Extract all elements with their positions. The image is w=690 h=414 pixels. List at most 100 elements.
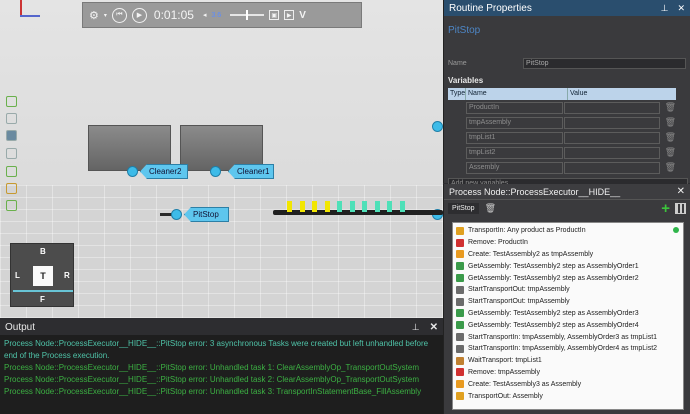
trash-icon[interactable]: 🗑 (664, 147, 676, 157)
cleaner1-connector[interactable] (210, 166, 221, 177)
conveyor-belt[interactable] (273, 210, 443, 215)
play-button[interactable]: ▶ (131, 7, 147, 23)
node-tag-cleaner1[interactable]: Cleaner1 (228, 164, 274, 179)
transport-out-icon (456, 392, 464, 401)
close-icon[interactable]: ✕ (676, 186, 685, 197)
variable-row[interactable]: tmpList1 🗑 (448, 130, 676, 145)
conveyor-pin (349, 201, 355, 212)
screenshot-icon[interactable]: ▣ (269, 10, 280, 20)
navcube-left[interactable]: L (15, 271, 20, 280)
trash-icon[interactable]: 🗑 (664, 132, 676, 142)
speed-slider[interactable] (230, 10, 265, 20)
variable-name-cell[interactable]: tmpList2 (466, 146, 563, 159)
process-step[interactable]: StartTransportOut: tmpAssembly (456, 296, 680, 308)
close-icon[interactable]: ✕ (429, 322, 438, 333)
process-step[interactable]: GetAssembly: TestAssembly2 step as Assem… (456, 319, 680, 331)
navcube-top[interactable]: T (33, 266, 53, 286)
name-label: Name (448, 59, 467, 67)
gear-icon[interactable]: ⚙ (89, 9, 99, 22)
variable-value-cell[interactable] (563, 116, 660, 129)
trash-icon[interactable]: 🗑 (664, 162, 676, 172)
conveyor-pin (299, 201, 305, 212)
grid-toggle-icon[interactable] (6, 130, 17, 141)
variable-row[interactable]: ProductIn 🗑 (448, 100, 676, 115)
variable-row[interactable]: Assembly 🗑 (448, 160, 676, 175)
col-value: Value (570, 90, 588, 97)
pin-icon[interactable]: ⊥ (411, 322, 420, 332)
process-step[interactable]: StartTransportOut: tmpAssembly (456, 284, 680, 296)
chevron-down-icon[interactable]: ▾ (103, 12, 107, 19)
process-step-label: GetAssembly: TestAssembly2 step as Assem… (468, 309, 639, 317)
cube-view-icon[interactable] (6, 148, 17, 159)
navcube-right[interactable]: R (64, 271, 70, 280)
variable-name-cell[interactable]: ProductIn (466, 101, 563, 114)
process-step-label: TransportOut: Assembly (468, 392, 543, 400)
remove-icon (456, 238, 464, 247)
conveyor-pin (374, 201, 380, 212)
transport-in-icon (456, 344, 464, 353)
process-step[interactable]: StartTransportIn: tmpAssembly, AssemblyO… (456, 331, 680, 343)
pin-icon[interactable]: ⊥ (660, 2, 669, 13)
cleaner1-machine[interactable] (180, 125, 263, 171)
3d-viewport[interactable]: ⚙ ▾ ⏮ ▶ 0:01:05 ◂ 3.6 ▣ ▶ V Cleaner2 Cle… (0, 0, 443, 318)
process-node-title: Process Node::ProcessExecutor__HIDE__ (449, 186, 621, 197)
process-step[interactable]: GetAssembly: TestAssembly2 step as Assem… (456, 308, 680, 320)
process-step[interactable]: GetAssembly: TestAssembly2 step as Assem… (456, 272, 680, 284)
trash-icon[interactable]: 🗑 (664, 117, 676, 127)
tab-pitstop[interactable]: PitStop (448, 203, 479, 214)
process-step[interactable]: Remove: tmpAssembly (456, 367, 680, 379)
wait-icon (456, 356, 464, 365)
variable-value-cell[interactable] (563, 146, 660, 159)
trash-icon[interactable]: 🗑 (484, 203, 497, 213)
process-step[interactable]: Remove: ProductIn (456, 237, 680, 249)
process-step[interactable]: WaitTransport: tmpList1 (456, 355, 680, 367)
pitstop-connector[interactable] (171, 209, 182, 220)
grid-view-icon[interactable] (675, 203, 686, 214)
conveyor-pin (312, 201, 317, 212)
record-icon[interactable]: ▶ (284, 10, 295, 20)
process-step[interactable]: GetAssembly: TestAssembly2 step as Assem… (456, 260, 680, 272)
conveyor-pin (399, 201, 405, 212)
close-icon[interactable]: ✕ (677, 2, 685, 13)
navcube-front-edge[interactable] (13, 290, 73, 304)
variable-name-cell[interactable]: tmpList1 (466, 131, 563, 144)
trash-icon[interactable]: 🗑 (664, 102, 676, 112)
output-log-line: Process Node::ProcessExecutor__HIDE__::P… (4, 387, 422, 396)
navcube-back[interactable]: B (40, 247, 46, 256)
process-step-label: GetAssembly: TestAssembly2 step as Assem… (468, 321, 639, 329)
move-tool-icon[interactable] (6, 96, 17, 107)
variable-row[interactable]: tmpList2 🗑 (448, 145, 676, 160)
render-mode-icon[interactable] (6, 200, 17, 211)
variable-value-cell[interactable] (563, 101, 660, 114)
measure-tool-icon[interactable] (6, 183, 17, 194)
variable-name-cell[interactable]: Assembly (466, 161, 563, 174)
rewind-button[interactable]: ⏮ (111, 7, 127, 23)
edge-connector-top[interactable] (432, 121, 443, 132)
output-log-line: Process Node::ProcessExecutor__HIDE__::P… (4, 363, 419, 372)
remove-icon (456, 368, 464, 377)
process-node-panel: Process Node::ProcessExecutor__HIDE__ ✕ … (443, 184, 690, 414)
navcube-front[interactable]: F (40, 295, 45, 304)
cleaner2-connector[interactable] (127, 166, 138, 177)
output-header: Output ⊥ ✕ (0, 320, 443, 335)
node-tag-cleaner2[interactable]: Cleaner2 (140, 164, 188, 179)
add-icon[interactable]: + (661, 200, 670, 217)
process-step[interactable]: TransportIn: Any product as ProductIn (456, 225, 680, 237)
navigation-cube[interactable]: B L R T F (10, 243, 74, 307)
conveyor-pin (287, 201, 292, 212)
process-step[interactable]: StartTransportIn: tmpAssembly, AssemblyO… (456, 343, 680, 355)
variable-value-cell[interactable] (563, 131, 660, 144)
snap-tool-icon[interactable] (6, 166, 17, 177)
process-step[interactable]: TransportOut: Assembly (456, 390, 680, 402)
node-tag-pitstop[interactable]: PitStop (184, 207, 229, 222)
output-panel: Output ⊥ ✕ Process Node::ProcessExecutor… (0, 320, 443, 414)
slider-handle[interactable] (246, 10, 249, 20)
process-step[interactable]: Create: TestAssembly2 as tmpAssembly (456, 249, 680, 261)
process-step[interactable]: Create: TestAssembly3 as Assembly (456, 378, 680, 390)
variable-name-cell[interactable]: tmpAssembly (466, 116, 563, 129)
name-field[interactable]: PitStop (523, 57, 686, 69)
fit-view-icon[interactable] (6, 113, 17, 124)
variable-value-cell[interactable] (563, 161, 660, 174)
variable-row[interactable]: tmpAssembly 🗑 (448, 115, 676, 130)
